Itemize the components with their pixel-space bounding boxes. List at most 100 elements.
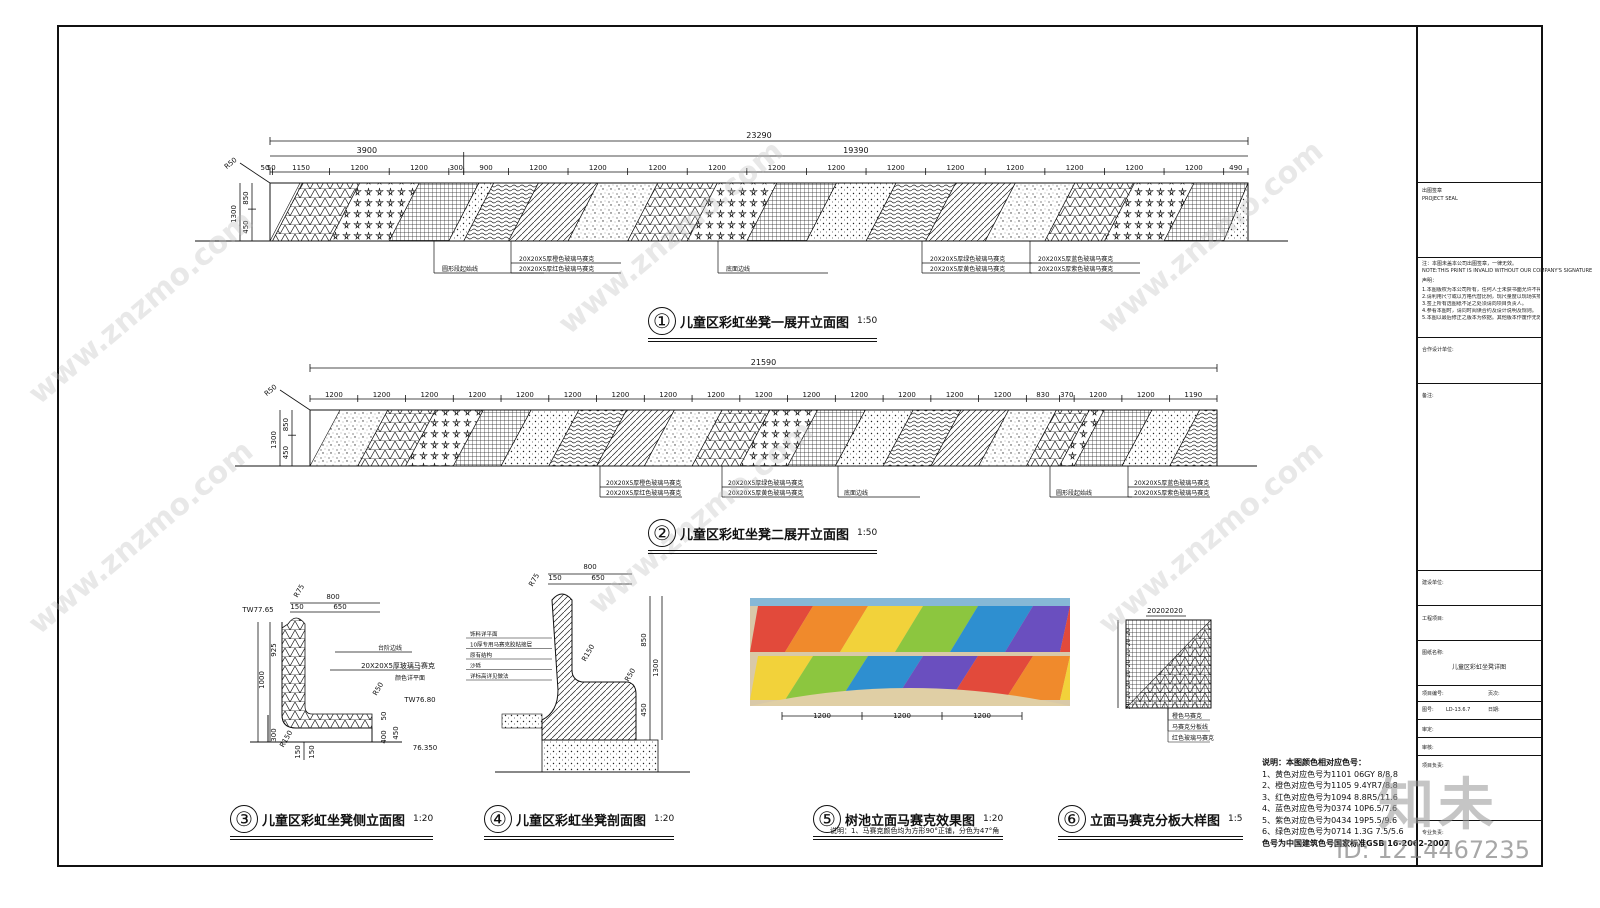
drawing-frame: [57, 25, 1543, 867]
tb-statement: 声明：: [1422, 278, 1438, 284]
legend-item: 4、蓝色对应色号为0374 10P6.5/7.6: [1262, 804, 1398, 813]
tb-project: 工程项目:: [1422, 616, 1444, 622]
drawing-number: ①: [648, 307, 676, 335]
tb-date: 日期:: [1488, 707, 1500, 713]
detail-label: 红色玻璃马赛克: [1172, 734, 1214, 742]
callout-label: 圆形段起始线: [1056, 489, 1092, 497]
callout-label: 20X20X5厚橙色玻璃马赛克: [519, 255, 594, 263]
foundation: [541, 739, 659, 773]
detail-side-dim: 20: [1125, 702, 1132, 710]
segment-dim: 1200: [827, 164, 845, 172]
segment-dim: 900: [479, 164, 492, 172]
dim-650: 650: [333, 603, 346, 611]
drawing-title-text: 立面马赛克分板大样图: [1090, 813, 1221, 829]
r50-label: R50: [623, 667, 637, 683]
r75-label: R75: [527, 572, 541, 588]
dim-800: 800: [326, 593, 339, 601]
tb-drawing-no: 图号:: [1422, 707, 1434, 713]
side-label-1: 台阶边线: [378, 644, 402, 652]
r50-label: R50: [371, 681, 385, 697]
title-block: 出图签章 PROJECT SEAL 注：本图未盖本公司出图签章，一律无效。 NO…: [1416, 25, 1592, 867]
start-dim: 50: [261, 164, 270, 172]
segment-dim: 1200: [420, 391, 438, 399]
dim-400: 400: [380, 730, 388, 743]
callout-label: 圆形段起始线: [442, 265, 478, 273]
segment-dim: 490: [1229, 164, 1242, 172]
tw-top: TW77.65: [241, 606, 273, 614]
dim-1000: 1000: [258, 671, 266, 689]
mosaic-color-band: [1005, 606, 1070, 652]
legend-footnote: 色号为中国建筑色号国家标准GSB 16-2062-2007: [1262, 838, 1450, 848]
segment-dim: 1190: [1184, 391, 1202, 399]
side-label-2: 20X20X5厚玻璃马赛克: [361, 661, 435, 670]
tb-note-main: 注：本图未盖本公司出图签章，一律无效。: [1422, 261, 1518, 267]
drawing-title-text: 儿童区彩虹坐凳剖面图: [516, 813, 647, 829]
dim-50: 50: [380, 712, 388, 721]
segment-dim: 1200: [947, 164, 965, 172]
callout-label: 20X20X5厚黄色玻璃马赛克: [728, 489, 803, 497]
layer-label: 饰料详平面: [470, 630, 498, 638]
height-dim: 1300: [230, 205, 238, 223]
drawing-scale: 1:20: [413, 814, 434, 824]
segment-dim: 1200: [589, 164, 607, 172]
tb-note: 1.本图版权为本公司所有，任何人士未获书面允许不得翻印任何部分。: [1422, 287, 1540, 293]
segment-dim: 1200: [1066, 164, 1084, 172]
segment-dim: 300: [450, 164, 463, 172]
height-dim: 850: [242, 191, 250, 204]
drawing-title-text: 儿童区彩虹坐凳侧立面图: [262, 813, 406, 829]
callout-label: 底面边线: [726, 265, 750, 273]
segment-dim: 1200: [946, 391, 964, 399]
layer-label: 10厚专用马赛克胶粘接层: [470, 641, 532, 649]
segment-dim: 1200: [707, 391, 725, 399]
dim-150a: 150: [294, 745, 302, 758]
callout-label: 20X20X5厚绿色玻璃马赛克: [930, 255, 1005, 263]
drawing-title-6: ⑥ 立面马赛克分板大样图 1:5: [1058, 805, 1243, 840]
layer-label: 原有结构: [470, 651, 493, 659]
r75-label: R75: [292, 583, 306, 599]
mosaic-color-band: [750, 656, 813, 700]
detail-top-dim: 20202020: [1147, 607, 1183, 615]
mosaic-color-band: [785, 656, 868, 700]
section-body: [541, 593, 637, 741]
height-dim: 850: [282, 418, 290, 431]
drawing-scale: 1:50: [857, 316, 878, 326]
split-dim: 3900: [357, 146, 377, 155]
drawing-number: ③: [230, 805, 258, 833]
mosaic-detail: 202020202020202020202020橙色马赛克马赛克分板线红色玻璃马…: [1117, 607, 1214, 743]
mosaic-dim: 1200: [893, 712, 911, 720]
drawing-title-3: ③ 儿童区彩虹坐凳侧立面图 1:20: [230, 805, 434, 840]
segment-dim: 1200: [755, 391, 773, 399]
legend-item: 1、黄色对应色号为1101 06GY 8/8.8: [1262, 769, 1398, 779]
dim-150: 150: [548, 574, 561, 582]
segment-dim: 370: [1060, 391, 1073, 399]
segment-dim: 1200: [1185, 164, 1203, 172]
dim-150: 150: [290, 603, 303, 611]
drawing-title-1: ① 儿童区彩虹坐凳一展开立面图 1:50: [648, 307, 878, 342]
radius-label: R50: [263, 383, 279, 398]
layer-label: 沙砾: [470, 662, 482, 670]
drawing-title-2: ② 儿童区彩虹坐凳二展开立面图 1:50: [648, 519, 878, 554]
tb-drawing-title: 图纸名称:: [1422, 650, 1444, 656]
tb-note: 5.本图以最后修正之版本为依据。其他版本作废作无效。: [1422, 315, 1540, 321]
elev-label: 76.350: [413, 744, 438, 752]
drawing-scale: 1:20: [983, 814, 1004, 824]
dim-850: 850: [640, 633, 648, 646]
mosaic-color-band: [1005, 656, 1070, 700]
segment-dim: 1200: [887, 164, 905, 172]
drawing-number: ⑤: [813, 805, 841, 833]
drawing-scale: 1:50: [857, 528, 878, 538]
drawing-title-text: 树池立面马赛克效果图: [845, 813, 976, 829]
dim-650: 650: [591, 574, 604, 582]
callout-label: 20X20X5厚橙色玻璃马赛克: [606, 479, 681, 487]
mosaic-dim: 1200: [973, 712, 991, 720]
segment-dim: 1200: [768, 164, 786, 172]
r150-label: R150: [580, 643, 596, 663]
segment-dim: 1200: [708, 164, 726, 172]
tw-mid: TW76.80: [403, 696, 435, 704]
tb-note: 2.请利用尺寸或以方格代替比例，现尺量度以现场实物为准。: [1422, 294, 1540, 300]
legend-item: 3、红色对应色号为1094 8.8R5/11.6: [1262, 792, 1398, 802]
callout-label: 20X20X5厚红色玻璃马赛克: [606, 489, 681, 497]
dim-300: 300: [270, 728, 278, 741]
dim-450: 450: [392, 726, 400, 739]
